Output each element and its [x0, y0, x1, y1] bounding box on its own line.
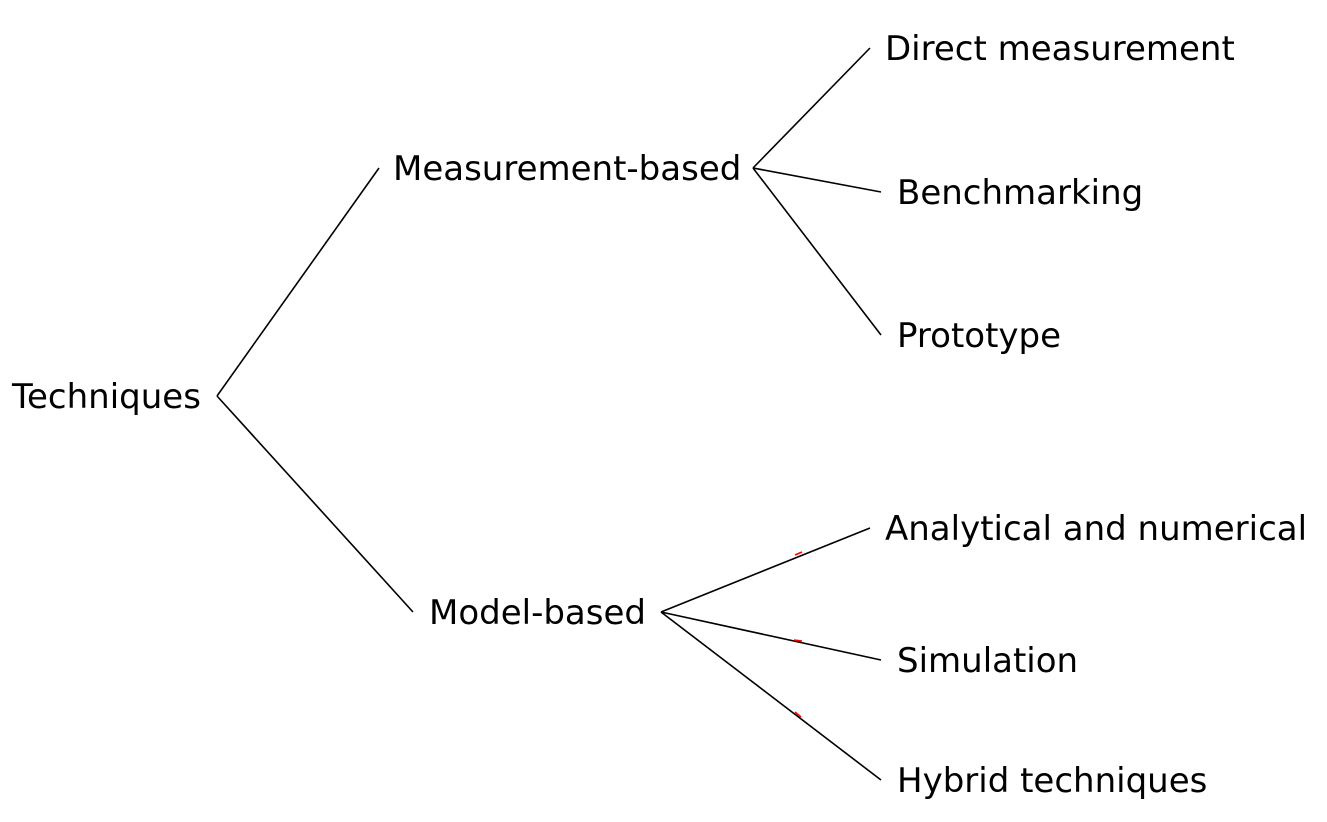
- node-hybrid-techniques: Hybrid techniques: [897, 761, 1207, 801]
- node-model-based: Model-based: [429, 593, 646, 633]
- edge-measurement-based-to-benchmarking: [752, 167, 882, 193]
- edge-marker-analytical: [794, 551, 803, 556]
- node-techniques: Techniques: [11, 377, 201, 417]
- edge-measurement-based-to-prototype: [752, 167, 882, 336]
- node-benchmarking: Benchmarking: [897, 173, 1143, 213]
- node-simulation: Simulation: [897, 641, 1078, 681]
- edge-model-based-to-simulation: [660, 611, 882, 661]
- node-measurement-based: Measurement-based: [393, 149, 741, 189]
- node-prototype: Prototype: [897, 316, 1061, 356]
- edge-model-based-to-analytical-and-numerical: [660, 527, 871, 613]
- edge-model-based-to-hybrid-techniques: [660, 611, 882, 781]
- edge-marker-simulation: [793, 639, 803, 642]
- edge-techniques-to-model-based: [216, 395, 414, 613]
- edge-marker-hybrid: [794, 711, 802, 718]
- node-direct-measurement: Direct measurement: [885, 29, 1235, 69]
- node-analytical-and-numerical: Analytical and numerical: [885, 509, 1307, 549]
- edge-techniques-to-measurement-based: [216, 167, 380, 397]
- edge-measurement-based-to-direct-measurement: [752, 47, 871, 169]
